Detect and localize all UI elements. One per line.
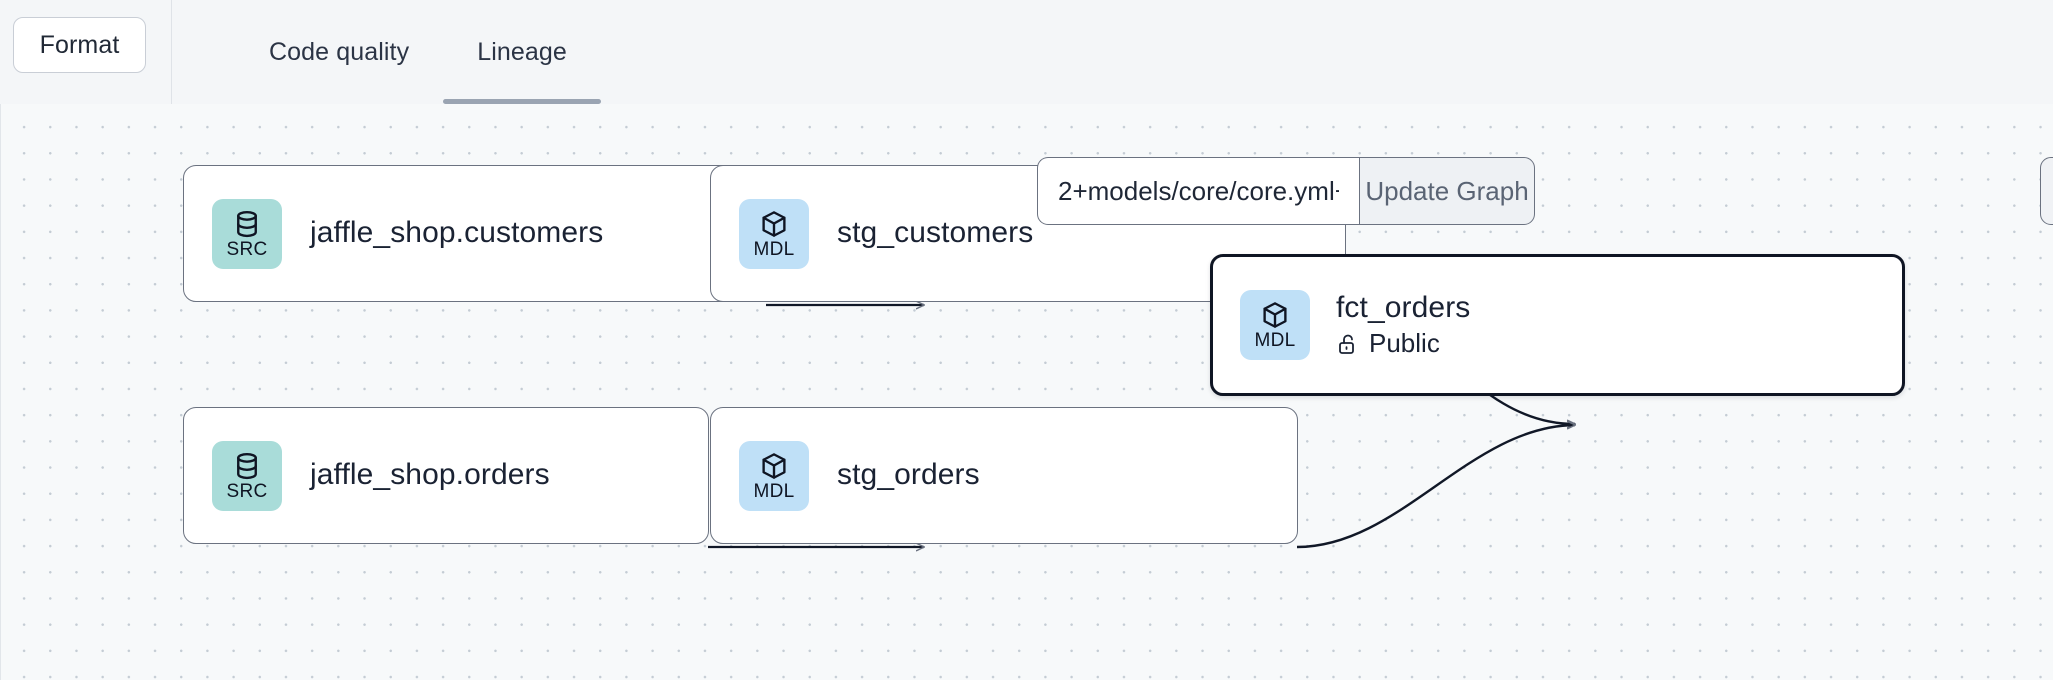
graph-controls: Update Graph [1037,157,1535,225]
database-icon [237,210,257,237]
format-button[interactable]: Format [13,17,146,73]
tab-lineage[interactable]: Lineage [443,0,601,104]
badge-mdl-label: MDL [753,238,795,260]
cube-icon [1263,302,1287,328]
node-access-badge: Public [1336,327,1470,359]
node-access-label: Public [1369,327,1440,358]
node-body: fct_orders Public [1336,291,1470,358]
database-icon [237,452,257,479]
dbt-selector-input[interactable] [1037,157,1359,225]
badge-src-label: SRC [226,480,268,502]
canvas-left-border [0,104,1,680]
cube-icon [762,210,786,237]
tab-code-quality[interactable]: Code quality [235,0,443,104]
node-title: fct_orders [1336,291,1471,325]
badge-mdl: MDL [739,440,809,511]
badge-mdl: MDL [1240,290,1310,360]
node-body: stg_customers [837,216,1033,251]
badge-mdl-label: MDL [1254,330,1296,351]
lineage-node-jaffle-shop-customers[interactable]: SRC jaffle_shop.customers [183,165,766,302]
tab-underline-active [443,99,601,104]
node-title: stg_customers [837,216,1034,250]
unlock-icon [1339,334,1354,354]
tab-lineage-label: Lineage [477,37,567,66]
node-body: stg_orders [837,458,980,493]
tab-code-quality-label: Code quality [269,37,410,66]
graph-aux-control-clipped[interactable] [2040,157,2053,225]
node-body: jaffle_shop.orders [310,458,550,493]
update-graph-button[interactable]: Update Graph [1359,157,1535,225]
badge-mdl: MDL [739,198,809,269]
lineage-node-jaffle-shop-orders[interactable]: SRC jaffle_shop.orders [183,407,709,544]
cube-icon [762,452,786,479]
badge-src: SRC [212,198,282,269]
node-title: stg_orders [837,458,980,492]
edge-stg-orders-to-fct-orders [1296,425,1575,549]
lineage-node-stg-orders[interactable]: MDL stg_orders [710,407,1298,544]
lineage-node-stg-customers[interactable]: MDL stg_customers [710,165,1346,302]
top-toolbar: Format Code quality Lineage [0,0,2053,104]
node-body: jaffle_shop.customers [310,216,603,251]
node-title: jaffle_shop.customers [310,216,604,250]
badge-src: SRC [212,440,282,511]
badge-src-label: SRC [226,238,268,260]
toolbar-left-section: Format [0,0,172,104]
badge-mdl-label: MDL [753,480,795,502]
lineage-node-fct-orders[interactable]: MDL fct_orders Public [1210,254,1905,396]
tab-bar: Code quality Lineage [172,0,601,104]
node-title: jaffle_shop.orders [310,458,550,492]
lineage-canvas[interactable]: SRC jaffle_shop.customers SRC jaffle_sho… [0,104,2053,680]
